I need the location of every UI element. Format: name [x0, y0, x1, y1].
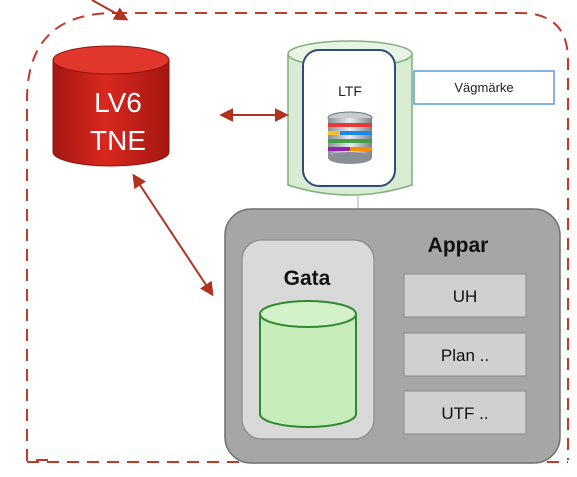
lv6-tne-cylinder: LV6 TNE	[52, 45, 170, 167]
tne-label: TNE	[90, 125, 146, 156]
appar-item-label: UTF ..	[441, 404, 488, 423]
gata-label: Gata	[284, 267, 331, 290]
ltf-label: LTF	[338, 83, 362, 99]
database-icon	[327, 111, 373, 164]
vagmarke-label: Vägmärke	[454, 80, 513, 95]
gata-box: Gata	[241, 239, 375, 440]
appar-item-utf: UTF ..	[403, 390, 527, 435]
incoming-arrow	[91, 0, 129, 21]
boundary-dashed-outline	[26, 12, 569, 461]
vagmarke-tag: Vägmärke	[413, 70, 555, 105]
appar-item-plan: Plan ..	[403, 332, 527, 377]
lv6-gata-arrow	[132, 173, 214, 297]
gata-cylinder	[259, 300, 357, 428]
ltf-bucket: LTF	[287, 40, 413, 196]
appar-item-uh: UH	[403, 273, 527, 318]
appar-title: Appar	[428, 234, 489, 257]
appar-item-label: Plan ..	[441, 346, 489, 365]
appar-item-label: UH	[453, 287, 478, 306]
lv6-label: LV6	[94, 87, 142, 118]
